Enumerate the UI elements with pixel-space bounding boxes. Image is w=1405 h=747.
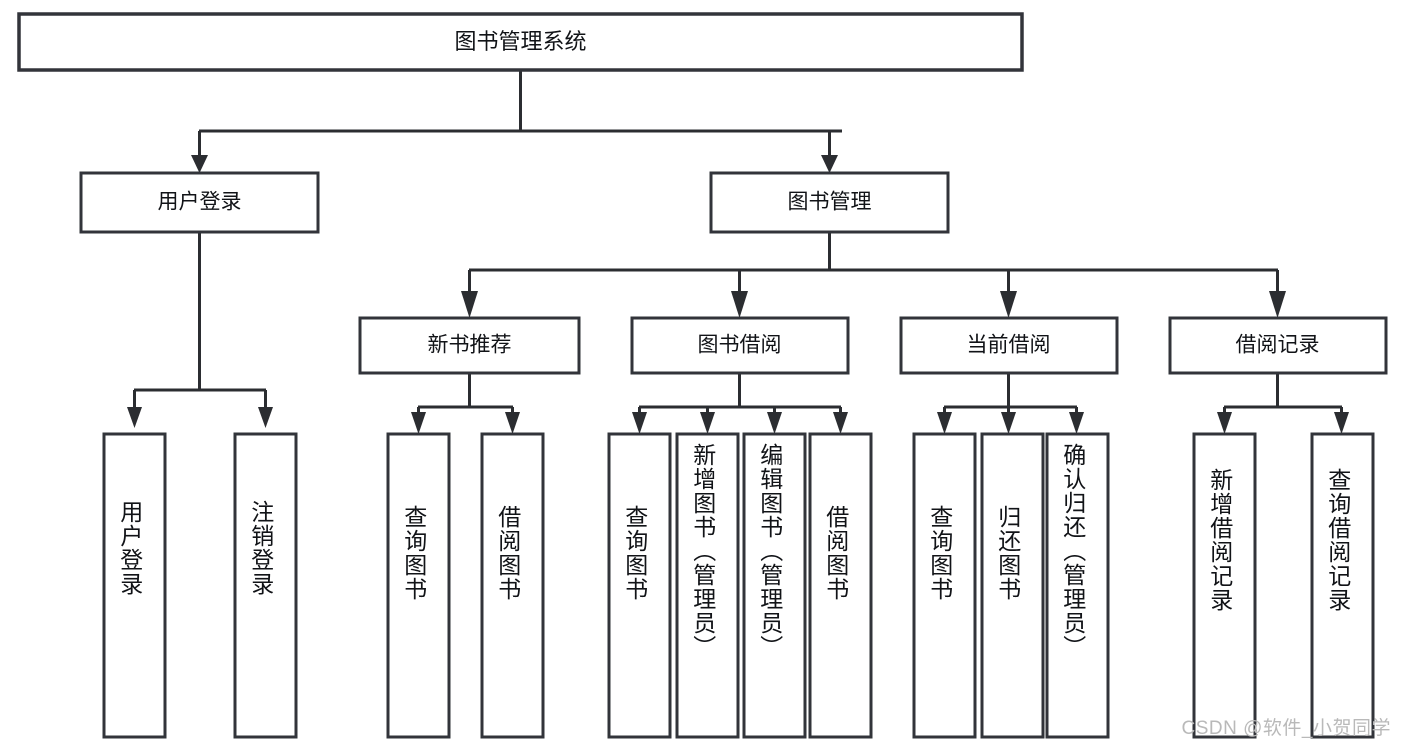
node-user-login-box[interactable] [79,171,320,234]
leaf-borrow-book-1-box[interactable] [480,432,545,739]
leaf-add-record-box[interactable] [1192,432,1257,739]
node-new-book-recommend-box[interactable] [358,316,581,375]
csdn-watermark: CSDN @软件_小贺同学 [1181,718,1391,739]
node-new-book-recommend[interactable]: 新书推荐 [358,316,581,375]
arrow-head-new-book-recommend [461,291,478,318]
arrow-head-leaf-return-book [1001,412,1016,434]
leaf-query-record-box[interactable] [1310,432,1375,739]
leaf-confirm-return-box[interactable] [1045,432,1110,739]
node-current-borrow-box[interactable] [899,316,1119,375]
leaf-boxes-layer [102,432,1375,739]
node-current-borrow-label: 当前借阅 [967,334,1051,357]
arrow-head-book-management [821,155,838,173]
arrow-head-leaf-user-login [127,407,142,428]
leaf-query-book-1-box[interactable] [386,432,451,739]
leaf-logout-login-box[interactable] [233,432,298,739]
node-borrow-record[interactable]: 借阅记录 [1168,316,1388,375]
arrow-head-leaf-borrow-book-1 [505,412,520,434]
arrow-head-book-borrow [731,291,748,318]
arrow-head-leaf-query-book-2 [632,412,647,434]
node-book-borrow-box[interactable] [630,316,850,375]
leaf-add-book-box[interactable] [675,432,740,739]
node-book-borrow[interactable]: 图书借阅 [630,316,850,375]
node-book-management[interactable]: 图书管理 [709,171,950,234]
arrow-head-current-borrow [1000,291,1017,318]
node-root[interactable]: 图书管理系统 [17,12,1024,72]
arrow-head-leaf-confirm-return [1069,412,1084,434]
node-borrow-record-box[interactable] [1168,316,1388,375]
leaf-query-book-2-box[interactable] [607,432,672,739]
connectors-layer [127,70,1349,434]
arrow-head-leaf-borrow-book-2 [833,412,848,434]
node-user-login[interactable]: 用户登录 [79,171,320,234]
leaf-user-login-box[interactable] [102,432,167,739]
arrow-head-user-login [191,155,208,173]
leaf-edit-book-box[interactable] [742,432,807,739]
arrow-head-leaf-add-record [1217,412,1232,434]
leaf-return-book-box[interactable] [980,432,1045,739]
arrow-head-leaf-query-record [1334,412,1349,434]
node-current-borrow[interactable]: 当前借阅 [899,316,1119,375]
node-book-management-box[interactable] [709,171,950,234]
node-book-borrow-label: 图书借阅 [698,334,782,357]
arrow-head-leaf-logout-login [258,407,273,428]
node-new-book-recommend-label: 新书推荐 [428,334,512,357]
arrow-head-leaf-edit-book [767,412,782,434]
node-root-box[interactable] [17,12,1024,72]
arrow-head-leaf-query-book-1 [411,412,426,434]
arrow-head-leaf-add-book [700,412,715,434]
node-borrow-record-label: 借阅记录 [1236,334,1320,357]
node-user-login-label: 用户登录 [158,191,242,214]
node-root-label: 图书管理系统 [454,29,586,54]
node-book-management-label: 图书管理 [788,191,872,214]
leaf-query-book-3-box[interactable] [912,432,977,739]
arrow-head-leaf-query-book-3 [937,412,952,434]
arrow-head-borrow-record [1269,291,1286,318]
leaf-borrow-book-2-box[interactable] [808,432,873,739]
